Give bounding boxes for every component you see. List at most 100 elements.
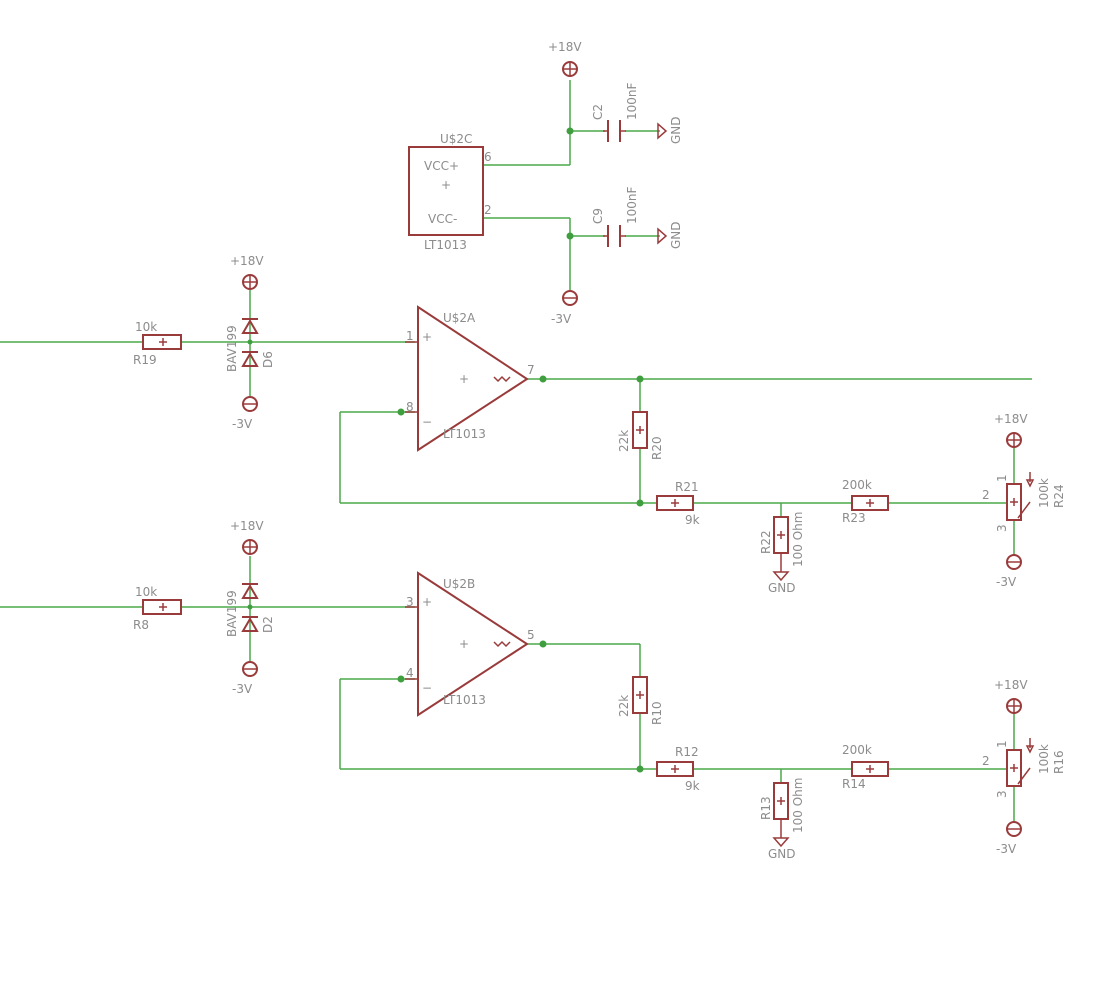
r21-name: R21: [675, 480, 699, 494]
d6-value: BAV199: [225, 325, 239, 372]
diode-d6: BAV199 D6: [225, 318, 275, 372]
u2c-pin2: 2: [484, 203, 492, 217]
r23-name: R23: [842, 511, 866, 525]
supply-label: -3V: [996, 842, 1017, 856]
resistor-r14: 200k R14: [842, 743, 889, 791]
u2b-sym-plus: +: [422, 595, 432, 609]
resistor-r20: 22k R20: [617, 411, 664, 460]
u2a-pin7: 7: [527, 363, 535, 377]
u2b-mid: +: [459, 637, 469, 651]
supply-minus3v-d6: -3V: [232, 396, 258, 431]
r16-pin2: 2: [982, 754, 990, 768]
r19-name: R19: [133, 353, 157, 367]
u2b-pin3: 3: [406, 595, 414, 609]
c9-value: 100nF: [625, 186, 639, 224]
supply-plus18v-top: +18V: [548, 40, 582, 77]
r14-value: 200k: [842, 743, 872, 757]
c9-name: C9: [591, 208, 605, 224]
u2a-mid: +: [459, 372, 469, 386]
supply-plus18v-r24: +18V: [994, 412, 1028, 448]
u2c-vccm: VCC-: [428, 212, 457, 226]
gnd-label: GND: [768, 847, 796, 861]
u2b-pin5: 5: [527, 628, 535, 642]
u2a-sym-plus: +: [422, 330, 432, 344]
gnd-label: GND: [669, 116, 683, 144]
r21-value: 9k: [685, 513, 700, 527]
supply-label: -3V: [232, 417, 253, 431]
wires-power: [483, 80, 660, 290]
r16-name: R16: [1052, 750, 1066, 774]
supply-label: -3V: [232, 682, 253, 696]
r24-pin2: 2: [982, 488, 990, 502]
u2a-sym-minus: −: [422, 415, 432, 429]
resistor-r22: R22 100 Ohm: [759, 512, 805, 572]
r13-name: R13: [759, 796, 773, 820]
capacitor-c9: C9 100nF: [591, 186, 639, 247]
gnd-label: GND: [768, 581, 796, 595]
supply-label: +18V: [994, 678, 1028, 692]
d2-name: D2: [261, 616, 275, 633]
supply-label: -3V: [551, 312, 572, 326]
supply-plus18v-d6: +18V: [230, 254, 264, 290]
r16-pin3: 3: [995, 790, 1009, 798]
gnd-symbol-r13: GND: [768, 837, 796, 861]
supply-label: +18V: [230, 519, 264, 533]
r12-name: R12: [675, 745, 699, 759]
resistor-r23: 200k R23: [842, 478, 889, 525]
capacitor-c2: C2 100nF: [591, 82, 639, 142]
d2-value: BAV199: [225, 590, 239, 637]
r16-value: 100k: [1037, 744, 1051, 774]
u2b-value: LT1013: [443, 693, 486, 707]
r20-name: R20: [650, 436, 664, 460]
u2c-name: U$2C: [440, 132, 472, 146]
resistor-r12: R12 9k: [656, 745, 700, 793]
r8-name: R8: [133, 618, 149, 632]
u2a-pin1: 1: [406, 329, 414, 343]
r22-value: 100 Ohm: [791, 512, 805, 567]
resistor-r19: 10k R19: [133, 320, 182, 367]
r20-value: 22k: [617, 430, 631, 452]
r13-value: 100 Ohm: [791, 778, 805, 833]
r22-name: R22: [759, 530, 773, 554]
r24-pin3: 3: [995, 524, 1009, 532]
r12-value: 9k: [685, 779, 700, 793]
supply-label: +18V: [548, 40, 582, 54]
gnd-symbol-c9: GND: [657, 221, 683, 249]
r10-value: 22k: [617, 695, 631, 717]
supply-minus3v-d2: -3V: [232, 661, 258, 696]
supply-label: +18V: [994, 412, 1028, 426]
u2a-value: LT1013: [443, 427, 486, 441]
r8-value: 10k: [135, 585, 157, 599]
u2b-name: U$2B: [443, 577, 475, 591]
gnd-label: GND: [669, 221, 683, 249]
u2b-pin4: 4: [406, 666, 414, 680]
opamp-u2b: + − + U$2B LT1013 3 4 5: [405, 571, 535, 717]
u2a-pin8: 8: [406, 400, 414, 414]
r24-value: 100k: [1037, 478, 1051, 508]
wires-channel-b: [0, 556, 1015, 822]
resistor-r13: R13 100 Ohm: [759, 778, 805, 838]
potentiometer-r24: 2 1 3 100k R24: [982, 472, 1066, 532]
potentiometer-r16: 2 1 3 100k R16: [982, 738, 1066, 798]
r10-name: R10: [650, 701, 664, 725]
supply-plus18v-d2: +18V: [230, 519, 264, 555]
r24-name: R24: [1052, 484, 1066, 508]
r14-name: R14: [842, 777, 866, 791]
r16-pin1: 1: [995, 740, 1009, 748]
opamp-u2a: + − + U$2A LT1013 1 8 7: [405, 305, 535, 452]
resistor-r21: R21 9k: [656, 480, 700, 527]
r23-value: 200k: [842, 478, 872, 492]
u2b-sym-minus: −: [422, 681, 432, 695]
wires-channel-a: [0, 290, 1032, 555]
c2-value: 100nF: [625, 82, 639, 120]
supply-label: +18V: [230, 254, 264, 268]
gnd-symbol-c2: GND: [657, 116, 683, 144]
supply-minus3v-r24: -3V: [996, 554, 1022, 589]
supply-label: -3V: [996, 575, 1017, 589]
gnd-symbol-r22: GND: [768, 571, 796, 595]
u2c-plus: +: [441, 178, 451, 192]
supply-minus3v-r16: -3V: [996, 821, 1022, 856]
u2c-pin6: 6: [484, 150, 492, 164]
u2a-name: U$2A: [443, 311, 476, 325]
